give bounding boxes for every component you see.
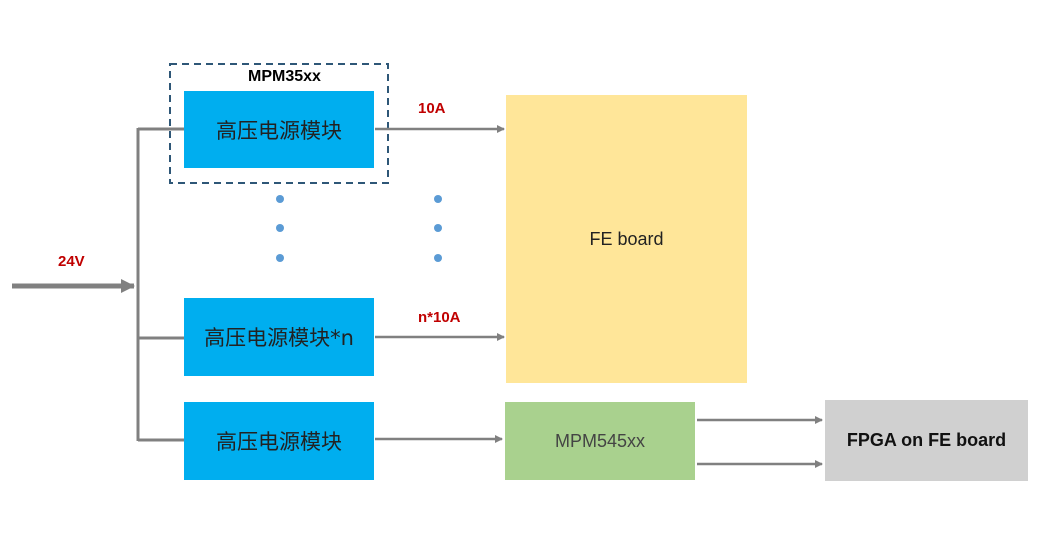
- fe-board-box: FE board: [506, 95, 747, 383]
- ellipsis-dot: [434, 254, 442, 262]
- power-module-n: 高压电源模块*n: [184, 298, 374, 376]
- input-voltage-label: 24V: [58, 253, 85, 270]
- power-module-1: 高压电源模块: [184, 91, 374, 168]
- current-label-1: 10A: [418, 100, 446, 117]
- ellipsis-dot: [276, 195, 284, 203]
- ellipsis-dot: [434, 224, 442, 232]
- fpga-label: FPGA on FE board: [846, 430, 1007, 450]
- ellipsis-dot: [276, 224, 284, 232]
- current-label-2: n*10A: [418, 309, 461, 326]
- power-module-label: 高压电源模块: [216, 430, 342, 454]
- ellipsis-dot: [434, 195, 442, 203]
- fe-board-label: FE board: [589, 228, 664, 249]
- power-module-label: 高压电源模块*n: [204, 326, 354, 350]
- mpm545xx-label: MPM545xx: [554, 430, 646, 451]
- mpm545xx-box: MPM545xx: [505, 402, 695, 480]
- mpm35xx-group-boundary: [169, 63, 389, 184]
- ellipsis-dot: [276, 254, 284, 262]
- power-module-3: 高压电源模块: [184, 402, 374, 480]
- mpm35xx-group-label: MPM35xx: [248, 68, 321, 85]
- fpga-box: FPGA on FE board: [825, 400, 1028, 481]
- power-module-label: 高压电源模块: [216, 118, 342, 143]
